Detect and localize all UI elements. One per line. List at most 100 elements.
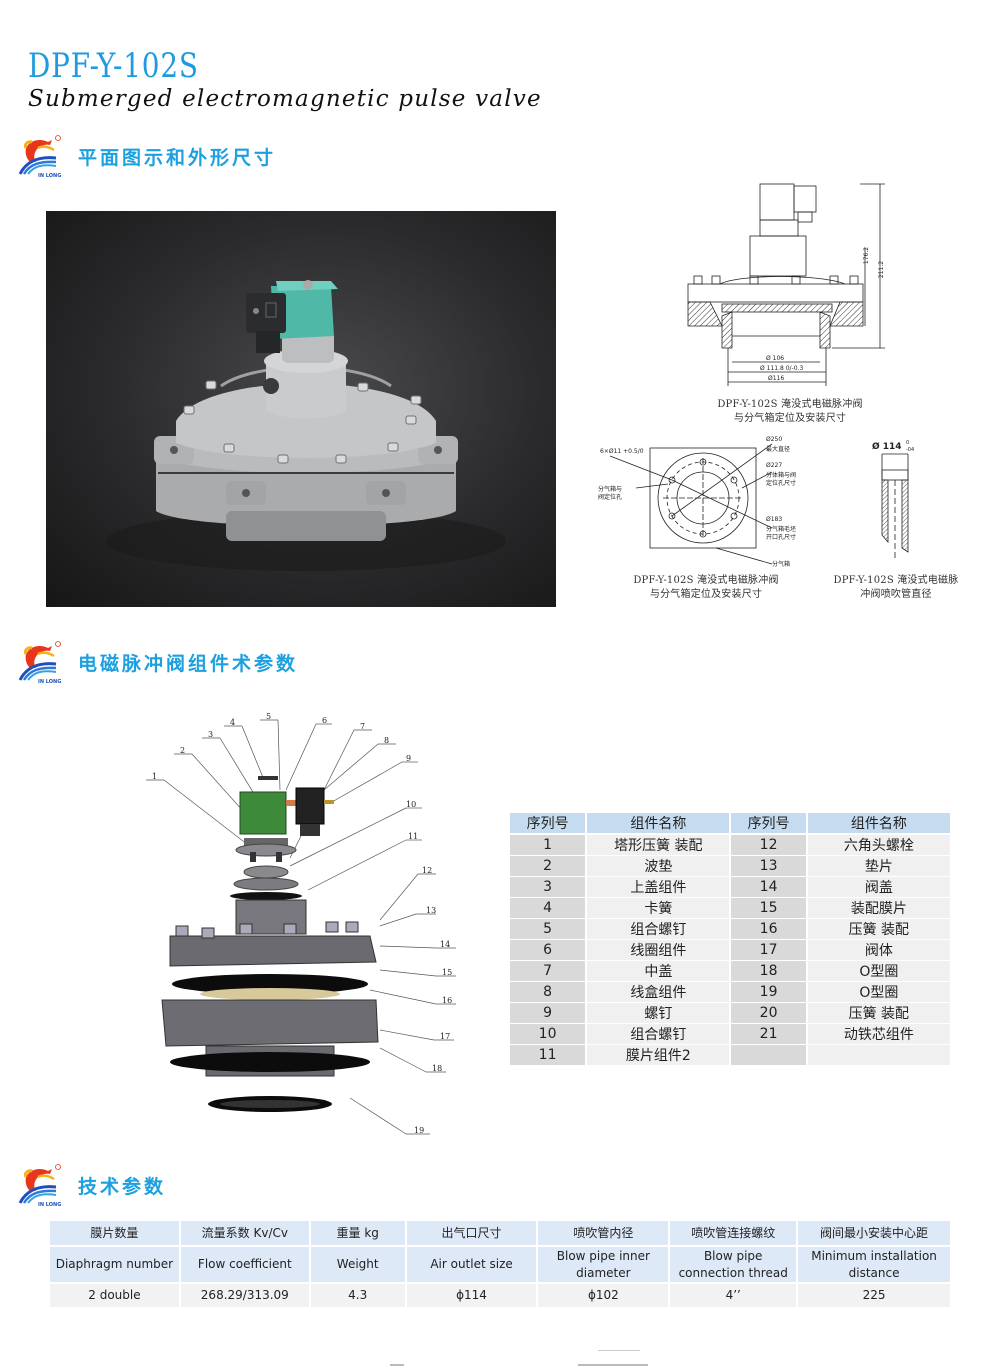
specs-header-en-row: Diaphragm number Flow coefficient Weight…	[50, 1246, 952, 1284]
spec-value-pipe-inner: ϕ102	[537, 1283, 671, 1309]
cell-seq: 1	[510, 834, 588, 856]
cell-seq: 16	[730, 918, 808, 940]
cell-seq: 6	[510, 939, 588, 961]
label-d227-desc1: 分体箱与阀	[766, 472, 797, 479]
caption-line: 冲阀喷吹管直径	[860, 589, 932, 600]
callout-3: 3	[208, 730, 214, 739]
label-left-desc2: 阀定位孔	[598, 494, 623, 501]
cell-seq: 19	[730, 981, 808, 1003]
footer-divider	[390, 1364, 404, 1366]
callout-8: 8	[384, 736, 390, 745]
callout-5: 5	[266, 712, 272, 721]
dim-211: 211.2	[878, 260, 886, 279]
header-name: 组件名称	[806, 813, 953, 835]
product-photo	[46, 211, 556, 607]
callout-6: 6	[322, 716, 328, 725]
callout-1: 1	[152, 772, 158, 781]
cell-seq: 21	[730, 1023, 808, 1045]
label-box: 分气箱	[772, 561, 791, 568]
caption-line: DPF-Y-102S 淹没式电磁脉	[833, 575, 959, 586]
cell-name: 动铁芯组件	[806, 1023, 953, 1045]
pipe-caption: DPF-Y-102S 淹没式电磁脉 冲阀喷吹管直径	[826, 574, 966, 602]
cell-seq: 5	[510, 918, 588, 940]
cell-seq: 12	[730, 834, 808, 856]
cell-name: 组合螺钉	[586, 1023, 732, 1045]
cell-seq: 20	[730, 1002, 808, 1024]
cell-name: 压簧 装配	[806, 918, 953, 940]
pipe-drawing: Ø 114 0 -04	[870, 440, 930, 560]
cell-name: O型圈	[806, 981, 953, 1003]
callout-18: 18	[432, 1064, 443, 1073]
cell-seq: 18	[730, 960, 808, 982]
product-model-title: DPF-Y-102S	[28, 46, 199, 86]
cell-seq: 4	[510, 897, 588, 919]
callout-17: 17	[440, 1032, 451, 1041]
dim-106: Ø 106	[766, 355, 785, 362]
cell-seq: 17	[730, 939, 808, 961]
spec-header-en: Minimum installation distance	[797, 1246, 952, 1284]
section-title: 平面图示和外形尺寸	[78, 146, 277, 169]
spec-value-weight: 4.3	[309, 1283, 407, 1309]
section-header-components: 电磁脉冲阀组件术参数	[16, 640, 298, 684]
callout-11: 11	[408, 832, 419, 841]
cell-name: 螺钉	[586, 1002, 732, 1024]
pipe-dimension: Ø 114	[872, 442, 902, 452]
callout-15: 15	[442, 968, 453, 977]
cell-name: 波垫	[586, 855, 732, 877]
cell-seq: 10	[510, 1023, 588, 1045]
cell-name: 压簧 装配	[806, 1002, 953, 1024]
side-view-caption: DPF-Y-102S 淹没式电磁脉冲阀 与分气箱定位及安装尺寸	[690, 398, 890, 426]
spec-value-min-distance: 225	[797, 1283, 952, 1309]
spec-header-en: Flow coefficient	[179, 1246, 311, 1284]
specs-header-zh-row: 膜片数量 流量系数 Kv/Cv 重量 kg 出气口尺寸 喷吹管内径 喷吹管连接螺…	[50, 1221, 952, 1247]
label-d183-desc1: 分气箱毛坯	[766, 526, 797, 533]
footer-divider	[598, 1350, 640, 1351]
cell-seq: 3	[510, 876, 588, 898]
spec-header-zh: 喷吹管内径	[537, 1221, 671, 1247]
cell-seq: 8	[510, 981, 588, 1003]
cell-name: 中盖	[586, 960, 732, 982]
header-seq: 序列号	[510, 813, 588, 835]
side-view-drawing: 176.2 211.2 Ø 106 Ø 111.8 0/-0.3 Ø116	[680, 176, 900, 386]
section-header-dimensions: 平面图示和外形尺寸	[16, 134, 276, 178]
spec-value-flow: 268.29/313.09	[179, 1283, 311, 1309]
dim-116: Ø116	[768, 375, 785, 382]
label-holes: 6×Ø11 +0.5/0	[600, 448, 644, 455]
spec-value-outlet: ϕ114	[405, 1283, 539, 1309]
label-d227-desc2: 定位孔尺寸	[766, 480, 797, 487]
callout-4: 4	[230, 718, 236, 727]
spec-header-en: Weight	[309, 1246, 407, 1284]
callout-2: 2	[180, 746, 186, 755]
cell-seq: 14	[730, 876, 808, 898]
callout-13: 13	[426, 906, 437, 915]
section-header-specs: 技术参数	[16, 1163, 166, 1207]
callout-9: 9	[406, 754, 412, 763]
cell-name: 线盒组件	[586, 981, 732, 1003]
spec-header-en: Diaphragm number	[50, 1246, 181, 1284]
top-view-caption: DPF-Y-102S 淹没式电磁脉冲阀 与分气箱定位及安装尺寸	[606, 574, 806, 602]
cell-name: 卡簧	[586, 897, 732, 919]
cell-seq: 11	[510, 1044, 588, 1066]
spec-header-zh: 流量系数 Kv/Cv	[179, 1221, 311, 1247]
inlong-logo-icon	[16, 134, 64, 178]
dim-111: Ø 111.8 0/-0.3	[760, 365, 804, 372]
cell-name: 塔形压簧 装配	[586, 834, 732, 856]
cell-name: 上盖组件	[586, 876, 732, 898]
spec-header-zh: 膜片数量	[50, 1221, 181, 1247]
cell-name: 组合螺钉	[586, 918, 732, 940]
footer-divider	[578, 1364, 648, 1366]
label-d227: Ø227	[766, 462, 783, 469]
caption-line: 与分气箱定位及安装尺寸	[649, 589, 763, 600]
pipe-tol-bottom: -04	[906, 447, 915, 453]
cell-name: 装配膜片	[806, 897, 953, 919]
caption-line: DPF-Y-102S 淹没式电磁脉冲阀	[717, 399, 863, 410]
spec-header-zh: 阀间最小安装中心距	[797, 1221, 952, 1247]
